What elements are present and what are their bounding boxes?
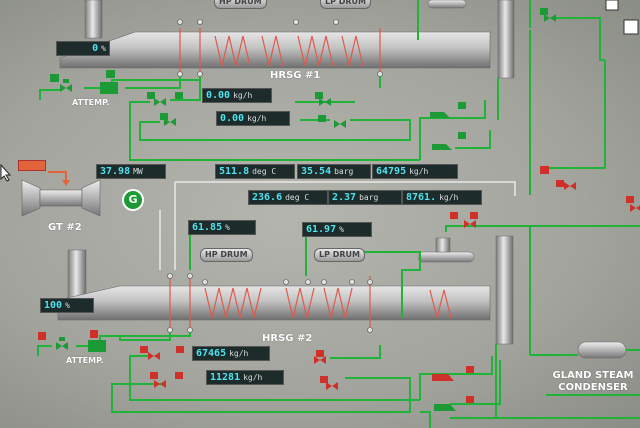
hrsg2-lp-flow-unit: kg/h bbox=[243, 373, 263, 382]
hrsg2-attemp-label: ATTEMP. bbox=[66, 356, 104, 365]
hrsg2-lp-drum: LP DRUM bbox=[314, 248, 366, 262]
lp-header-press-value: 2.37 bbox=[332, 192, 357, 203]
condenser-label-line1: GLAND STEAM bbox=[552, 370, 634, 381]
hrsg1-title: HRSG #1 bbox=[270, 70, 321, 81]
hp-header-temp-value: 511.8 bbox=[219, 166, 250, 177]
gt2-turbine bbox=[21, 179, 101, 217]
gt2-mw-value: 37.98 bbox=[100, 166, 131, 177]
hrsg2-hp-flow-unit: kg/h bbox=[229, 349, 249, 358]
hrsg2-duct bbox=[57, 285, 491, 321]
hrsg2-stack-damper-readout: 100% bbox=[40, 298, 94, 313]
hrsg1-tubes bbox=[179, 28, 381, 72]
hrsg1-stack bbox=[84, 0, 103, 39]
hrsg2-lp-level-unit: % bbox=[339, 225, 344, 234]
gt2-title: GT #2 bbox=[48, 222, 82, 233]
condenser-label: GLAND STEAM CONDENSER bbox=[546, 370, 640, 394]
hp-header-press-unit: barg bbox=[334, 167, 354, 176]
hp-header-flow-unit: kg/h bbox=[409, 167, 429, 176]
lp-header-temp-unit: deg C bbox=[285, 193, 310, 202]
hrsg2-stack-unit: % bbox=[65, 301, 70, 310]
hrsg2-stack-value: 100 bbox=[44, 300, 63, 311]
condenser-vessel bbox=[577, 341, 627, 359]
hrsg1-stack-unit: % bbox=[101, 44, 106, 53]
hrsg2-valves bbox=[38, 180, 640, 411]
mouse-cursor-icon bbox=[0, 164, 12, 182]
hrsg1-duct bbox=[59, 31, 491, 69]
hrsg2-evap-column bbox=[495, 235, 514, 345]
hrsg1-flow2-unit: kg/h bbox=[247, 114, 267, 123]
gt2-mw-unit: MW bbox=[133, 167, 143, 176]
hrsg1-nozzles bbox=[177, 19, 383, 77]
hrsg2-hp-flow-value: 67465 bbox=[196, 348, 227, 359]
hrsg2-hp-drum: HP DRUM bbox=[200, 248, 253, 262]
lp-header-flow-value: 8761. bbox=[406, 192, 437, 203]
hrsg2-lp-level-value: 61.97 bbox=[306, 224, 337, 235]
gt2-generator-badge[interactable]: G bbox=[122, 189, 144, 211]
lp-header-press-unit: barg bbox=[359, 193, 379, 202]
hrsg2-lp-level-readout: 61.97% bbox=[302, 222, 372, 237]
hrsg2-hp-level-unit: % bbox=[225, 223, 230, 232]
hrsg1-flow1-value: 0.00 bbox=[206, 90, 231, 101]
hp-header-press-value: 35.54 bbox=[301, 166, 332, 177]
hrsg1-hp-drum: HP DRUM bbox=[214, 0, 267, 9]
deaerator bbox=[417, 251, 475, 263]
hrsg2-hp-level-value: 61.85 bbox=[192, 222, 223, 233]
hrsg2-lp-flow-value: 11281 bbox=[210, 372, 241, 383]
hrsg1-lp-drum: LP DRUM bbox=[320, 0, 372, 9]
gt2-fuel-indicator bbox=[18, 160, 46, 171]
hp-header-flow-value: 64795 bbox=[376, 166, 407, 177]
hrsg1-stack-damper-readout: 0% bbox=[56, 41, 110, 56]
hp-header-temp-unit: deg C bbox=[252, 167, 277, 176]
hrsg1-stack-value: 0 bbox=[92, 43, 99, 54]
hrsg1-flow2-value: 0.00 bbox=[220, 113, 245, 124]
lp-header-flow-readout: 8761.kg/h bbox=[402, 190, 482, 205]
hrsg1-evap-column bbox=[497, 0, 515, 79]
hrsg2-stack bbox=[67, 249, 87, 301]
hrsg2-pipes bbox=[37, 225, 640, 428]
hrsg1-valves bbox=[50, 0, 639, 174]
hrsg1-attemp-label: ATTEMP. bbox=[72, 98, 110, 107]
condenser-label-line2: CONDENSER bbox=[558, 382, 628, 393]
lp-header-temp-value: 236.6 bbox=[252, 192, 283, 203]
lp-header-flow-unit: kg/h bbox=[439, 193, 459, 202]
hrsg1-flow1-unit: kg/h bbox=[233, 91, 253, 100]
hrsg2-hp-level-readout: 61.85% bbox=[188, 220, 256, 235]
hrsg2-title: HRSG #2 bbox=[262, 333, 313, 344]
